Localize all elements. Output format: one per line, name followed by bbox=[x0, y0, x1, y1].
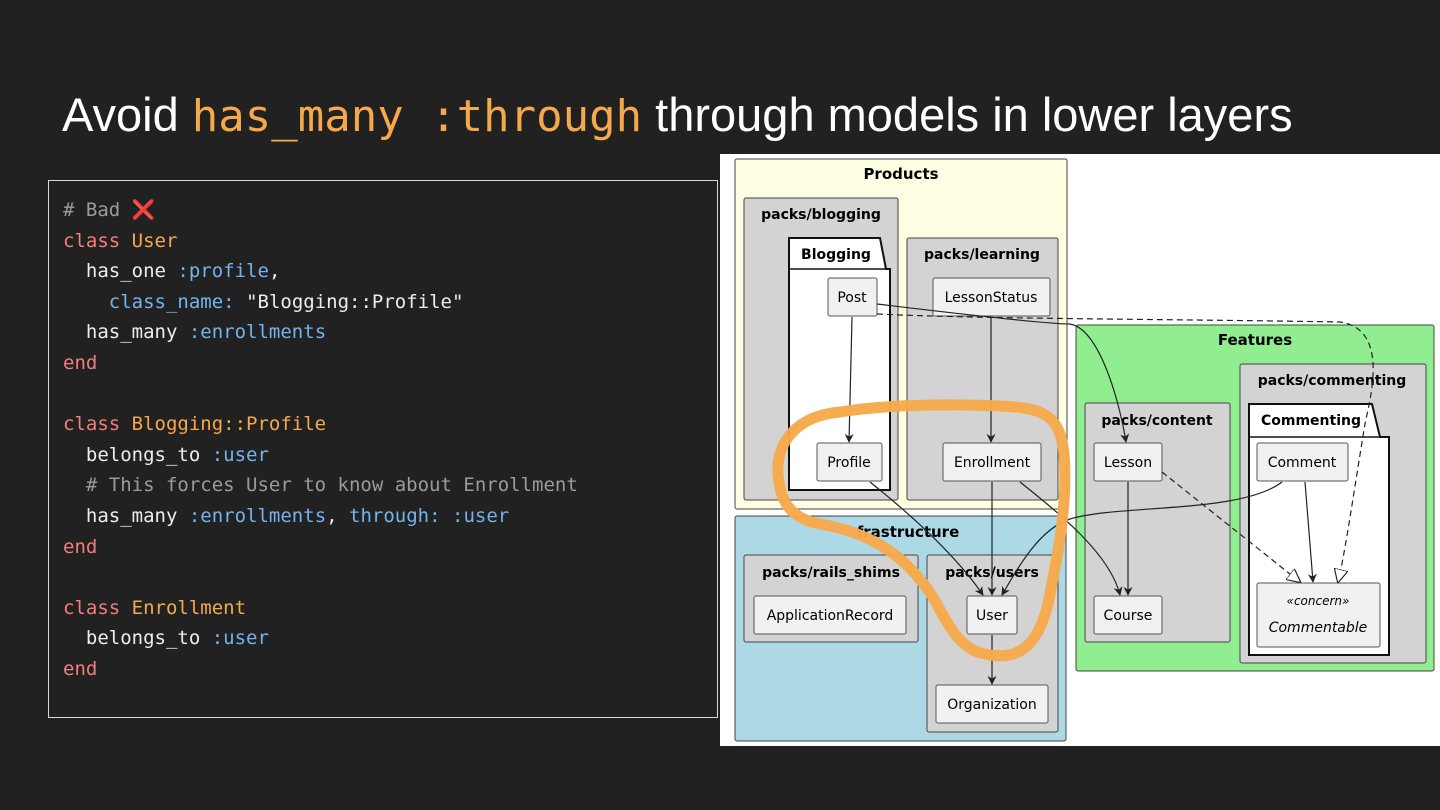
node-application-record: ApplicationRecord bbox=[753, 595, 907, 635]
node-commentable: «concern» Commentable bbox=[1256, 582, 1381, 648]
node-course-label: Course bbox=[1104, 608, 1153, 624]
code-symbol-user: :user bbox=[211, 627, 269, 650]
code-symbol-user: :user bbox=[452, 504, 510, 527]
folder-blogging-label: Blogging bbox=[801, 247, 871, 263]
node-user-label: User bbox=[976, 608, 1008, 624]
edge-enrollment-course bbox=[1019, 481, 1123, 596]
code-symbol-enrollments: :enrollments bbox=[188, 504, 327, 527]
edge-comment-commentable bbox=[1304, 481, 1317, 583]
layer-features-label: Features bbox=[1218, 331, 1292, 349]
code-has-one: has_one bbox=[85, 260, 166, 283]
edge-post-lesson bbox=[876, 303, 1130, 443]
node-enrollment-label: Enrollment bbox=[954, 455, 1031, 471]
node-organization-label: Organization bbox=[947, 697, 1037, 713]
edge-post-commentable bbox=[876, 313, 1374, 582]
node-profile: Profile bbox=[816, 442, 883, 482]
layer-products-label: Products bbox=[863, 165, 938, 183]
code-belongs-to: belongs_to bbox=[85, 443, 201, 466]
code-symbol-user: :user bbox=[211, 443, 269, 466]
edges bbox=[844, 303, 1374, 685]
code-class-profile: Blogging::Profile bbox=[131, 413, 327, 436]
layer-infrastructure-label: frastructure bbox=[857, 523, 960, 541]
cross-mark-icon: ❌ bbox=[131, 199, 156, 221]
code-class-user: User bbox=[131, 229, 178, 252]
code-keyword-end: end bbox=[63, 351, 98, 374]
code-class-name-key: class_name: bbox=[108, 290, 235, 313]
node-application-record-label: ApplicationRecord bbox=[767, 608, 894, 624]
title-suffix: through models in lower layers bbox=[642, 88, 1293, 141]
code-symbol-enrollments: :enrollments bbox=[188, 321, 327, 344]
highlight-circle bbox=[772, 399, 1071, 662]
code-block: # Bad ❌ class User has_one :profile, cla… bbox=[63, 199, 578, 680]
package-diagram: Products Features frastructure packs/blo… bbox=[734, 158, 1435, 742]
slide-title: Avoid has_many :through through models i… bbox=[62, 86, 1293, 146]
code-keyword-class: class bbox=[63, 229, 121, 252]
code-has-many: has_many bbox=[85, 504, 178, 527]
node-course: Course bbox=[1093, 595, 1163, 635]
code-class-name-value: "Blogging::Profile" bbox=[246, 290, 464, 313]
edge-post-profile bbox=[844, 316, 854, 443]
pack-rails-shims-label: packs/rails_shims bbox=[762, 565, 900, 581]
node-post: Post bbox=[827, 277, 878, 317]
diagram-panel: Products Features frastructure packs/blo… bbox=[720, 154, 1440, 746]
code-has-many: has_many bbox=[85, 321, 178, 344]
node-enrollment: Enrollment bbox=[942, 442, 1042, 482]
node-commentable-stereotype: «concern» bbox=[1287, 594, 1350, 608]
edge-comment-user bbox=[1001, 481, 1283, 596]
node-comment: Comment bbox=[1256, 442, 1349, 482]
pack-commenting-label: packs/commenting bbox=[1258, 373, 1407, 389]
code-comment-forces: # This forces User to know about Enrollm… bbox=[85, 474, 578, 497]
code-keyword-class: class bbox=[63, 596, 121, 619]
code-comment-bad: # Bad bbox=[63, 199, 121, 221]
code-keyword-end: end bbox=[63, 657, 98, 680]
title-prefix: Avoid bbox=[62, 88, 192, 141]
code-symbol-profile: :profile bbox=[177, 260, 269, 283]
pack-content-label: packs/content bbox=[1101, 413, 1213, 429]
code-belongs-to: belongs_to bbox=[85, 627, 201, 650]
node-lesson-status: LessonStatus bbox=[932, 277, 1051, 317]
pack-blogging-label: packs/blogging bbox=[761, 207, 881, 223]
node-commentable-label: Commentable bbox=[1269, 620, 1368, 636]
code-keyword-class: class bbox=[63, 413, 121, 436]
code-keyword-end: end bbox=[63, 535, 98, 558]
node-comment-label: Comment bbox=[1268, 455, 1337, 471]
title-code: has_many :through bbox=[191, 91, 643, 142]
node-user: User bbox=[966, 595, 1018, 635]
edge-profile-user bbox=[869, 481, 984, 596]
code-through-key: through: bbox=[349, 504, 441, 527]
node-post-label: Post bbox=[837, 290, 867, 306]
code-class-enrollment: Enrollment bbox=[131, 596, 247, 619]
folder-commenting-label: Commenting bbox=[1261, 413, 1361, 429]
pack-learning-label: packs/learning bbox=[924, 247, 1040, 263]
code-panel: # Bad ❌ class User has_one :profile, cla… bbox=[48, 180, 718, 718]
node-lesson-status-label: LessonStatus bbox=[945, 290, 1038, 306]
node-organization: Organization bbox=[935, 684, 1049, 724]
node-lesson: Lesson bbox=[1093, 442, 1163, 482]
node-profile-label: Profile bbox=[827, 455, 871, 471]
node-lesson-label: Lesson bbox=[1104, 455, 1152, 471]
